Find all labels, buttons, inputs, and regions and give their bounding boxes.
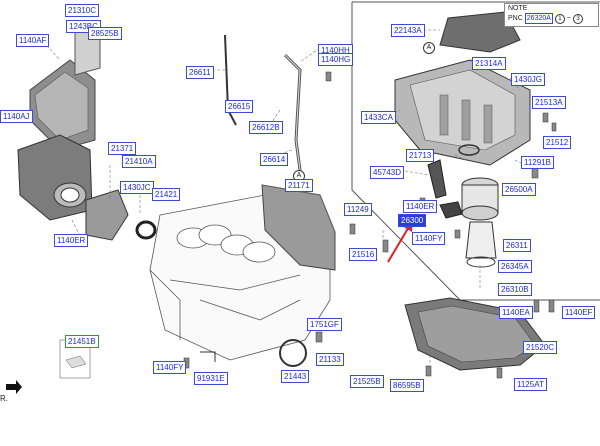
edge-letter: R. xyxy=(0,394,8,403)
part-label-21525B[interactable]: 21525B xyxy=(350,375,384,388)
part-label-21410A[interactable]: 21410A xyxy=(122,155,156,168)
part-label-21310C[interactable]: 21310C xyxy=(65,4,100,17)
part-label-1140HG[interactable]: 1140HG xyxy=(318,53,354,66)
circle-number-1: 1 xyxy=(554,13,565,24)
note-pnc-row: PNC 26320A 1 ~ 3 xyxy=(508,13,598,24)
part-label-21314A[interactable]: 21314A xyxy=(472,57,506,70)
part-label-21512[interactable]: 21512 xyxy=(543,136,572,149)
part-label-21133[interactable]: 21133 xyxy=(316,353,344,366)
part-label-21171[interactable]: 21171 xyxy=(285,179,313,192)
part-label-1140FY[interactable]: 1140FY xyxy=(412,232,446,245)
part-label-26612B[interactable]: 26612B xyxy=(249,121,283,134)
part-label-21520C[interactable]: 21520C xyxy=(523,341,558,354)
part-label-1140AF[interactable]: 1140AF xyxy=(16,34,50,47)
part-label-21443[interactable]: 21443 xyxy=(281,370,310,383)
part-label-1140ER-right[interactable]: 1140ER xyxy=(403,200,438,213)
part-label-1140ER-left[interactable]: 1140ER xyxy=(54,234,89,247)
part-label-highlighted[interactable]: 26300 xyxy=(398,214,427,227)
note-tilde: ~ xyxy=(566,15,572,22)
part-label-86595B[interactable]: 86595B xyxy=(390,379,424,392)
part-label-11249[interactable]: 11249 xyxy=(344,203,372,216)
part-label-1140EA[interactable]: 1140EA xyxy=(499,306,533,319)
part-label-1140EF[interactable]: 1140EF xyxy=(562,306,596,319)
part-label-1140AJ[interactable]: 1140AJ xyxy=(0,110,33,123)
part-label-26345A[interactable]: 26345A xyxy=(498,260,532,273)
circle-number-3: 3 xyxy=(573,13,584,24)
part-label-1125AT[interactable]: 1125AT xyxy=(514,378,547,391)
part-label-22143A[interactable]: 22143A xyxy=(391,24,425,37)
part-label-45743D[interactable]: 45743D xyxy=(370,166,405,179)
part-label-1433CA[interactable]: 1433CA xyxy=(361,111,396,124)
part-label-26614[interactable]: 26614 xyxy=(260,153,289,166)
part-label-21451B[interactable]: 21451B xyxy=(65,335,99,348)
note-pnc-label: PNC xyxy=(508,15,523,22)
part-label-26611[interactable]: 26611 xyxy=(186,66,214,79)
part-label-26500A[interactable]: 26500A xyxy=(502,183,536,196)
part-label-21371[interactable]: 21371 xyxy=(108,142,137,155)
part-label-1140FY-bottom[interactable]: 1140FY xyxy=(153,361,187,374)
reference-a-marker-pan: A xyxy=(423,42,435,54)
part-label-26311[interactable]: 26311 xyxy=(503,239,531,252)
part-label-28525B[interactable]: 28525B xyxy=(88,27,122,40)
note-pnc-value[interactable]: 26320A xyxy=(524,13,553,24)
part-label-26615[interactable]: 26615 xyxy=(225,100,254,113)
note-title: NOTE xyxy=(508,5,528,12)
part-label-1430JC[interactable]: 1430JC xyxy=(120,181,154,194)
part-label-21516[interactable]: 21516 xyxy=(349,248,378,261)
part-label-11291B[interactable]: 11291B xyxy=(521,156,554,169)
part-label-1430JG[interactable]: 1430JG xyxy=(511,73,546,86)
part-label-26310B[interactable]: 26310B xyxy=(498,283,532,296)
part-label-1751GF[interactable]: 1751GF xyxy=(307,318,342,331)
part-label-91931E[interactable]: 91931E xyxy=(194,372,228,385)
note-box: NOTE PNC 26320A 1 ~ 3 xyxy=(504,3,599,27)
part-label-21713[interactable]: 21713 xyxy=(406,149,435,162)
part-label-21513A[interactable]: 21513A xyxy=(532,96,566,109)
part-label-21421[interactable]: 21421 xyxy=(152,188,181,201)
